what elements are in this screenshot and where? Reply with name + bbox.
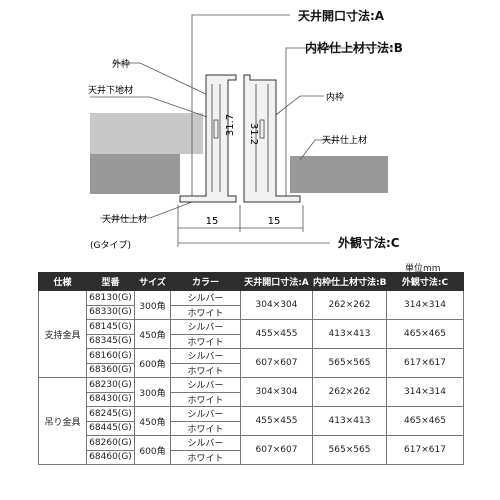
dim-c-cell: 617×617 (386, 348, 464, 378)
dim-a-cell: 455×455 (240, 406, 313, 436)
dim-c-cell: 465×465 (386, 319, 464, 349)
model-cell: 68230(G) (86, 377, 135, 393)
model-cell: 68330(G) (86, 304, 135, 320)
size-cell: 300角 (134, 377, 171, 407)
model-cell: 68145(G) (86, 319, 135, 335)
size-cell: 600角 (134, 435, 171, 465)
color-cell: シルバー (170, 406, 241, 422)
label-type: (Gタイプ) (90, 240, 131, 251)
color-cell: ホワイト (170, 449, 241, 465)
dim-a-cell: 304×304 (240, 290, 313, 320)
color-cell: シルバー (170, 290, 241, 306)
dim-b-cell: 262×262 (312, 377, 387, 407)
table-header-cell: 型番 (86, 272, 135, 291)
dim-b-line (285, 47, 393, 200)
dim-c-cell: 617×617 (386, 435, 464, 465)
label-ceiling-base: 天井下地材 (88, 84, 133, 96)
unit-label: 単位mm (405, 264, 441, 274)
model-cell: 68430(G) (86, 391, 135, 407)
table-header-cell: カラー (170, 272, 241, 291)
color-cell: ホワイト (170, 333, 241, 349)
dim-c-cell: 314×314 (386, 377, 464, 407)
dim-b-cell: 565×565 (312, 435, 387, 465)
label-outer-frame: 外枠 (112, 58, 130, 70)
height-left: 31.7 (225, 114, 236, 136)
width-right: 15 (268, 216, 281, 227)
table-header-cell: 天井開口寸法:A (240, 272, 313, 291)
outer-frame-profile (179, 74, 237, 203)
size-cell: 300角 (134, 290, 171, 320)
color-cell: シルバー (170, 377, 241, 393)
model-cell: 68130(G) (86, 290, 135, 306)
color-cell: シルバー (170, 348, 241, 364)
size-cell: 450角 (134, 319, 171, 349)
spec-cell: 吊り金具 (38, 377, 87, 465)
dim-c-cell: 465×465 (386, 406, 464, 436)
color-cell: ホワイト (170, 362, 241, 378)
color-cell: シルバー (170, 319, 241, 335)
dim-a-label: 天井開口寸法:A (298, 8, 385, 23)
dim-b-cell: 565×565 (312, 348, 387, 378)
cross-section-diagram: 天井開口寸法:A 内枠仕上材寸法:B 外観寸法:C 外枠 天井下地材 内枠 天井… (88, 8, 403, 251)
dim-a-cell: 455×455 (240, 319, 313, 349)
model-cell: 68245(G) (86, 406, 135, 422)
ceiling-finish-right (290, 156, 388, 193)
table-row: 68460(G) ホワイト (39, 449, 464, 465)
table-header-cell: 内枠仕上材寸法:B (312, 272, 387, 291)
dim-a-cell: 607×607 (240, 348, 313, 378)
dim-c-label: 外観寸法:C (338, 235, 400, 250)
model-cell: 68460(G) (86, 449, 135, 465)
model-cell: 68445(G) (86, 420, 135, 436)
color-cell: ホワイト (170, 420, 241, 436)
ceiling-finish-left (90, 154, 180, 194)
color-cell: ホワイト (170, 391, 241, 407)
size-cell: 600角 (134, 348, 171, 378)
dim-b-cell: 413×413 (312, 406, 387, 436)
table-row: 68360(G) ホワイト (39, 362, 464, 378)
height-right: 31.2 (248, 123, 259, 145)
inner-frame-profile (243, 74, 301, 203)
label-ceiling-finish-left: 天井仕上材 (102, 213, 147, 225)
size-cell: 450角 (134, 406, 171, 436)
ceiling-base-left (90, 113, 203, 154)
dim-b-cell: 413×413 (312, 319, 387, 349)
model-cell: 68160(G) (86, 348, 135, 364)
label-ceiling-finish-right: 天井仕上材 (322, 134, 367, 146)
dim-b-label: 内枠仕上材寸法:B (305, 40, 403, 55)
dim-a-cell: 304×304 (240, 377, 313, 407)
dim-b-cell: 262×262 (312, 290, 387, 320)
label-inner-frame: 内枠 (326, 91, 344, 103)
color-cell: シルバー (170, 435, 241, 451)
model-cell: 68360(G) (86, 362, 135, 378)
table-header-cell: 外観寸法:C (386, 272, 464, 291)
spec-cell: 支持金具 (38, 290, 87, 378)
model-cell: 68345(G) (86, 333, 135, 349)
color-cell: ホワイト (170, 304, 241, 320)
model-cell: 68260(G) (86, 435, 135, 451)
dim-a-cell: 607×607 (240, 435, 313, 465)
width-left: 15 (206, 216, 219, 227)
dim-c-cell: 314×314 (386, 290, 464, 320)
table-header-cell: 仕様 (38, 272, 87, 291)
table-row: 68330(G) ホワイト (39, 304, 464, 320)
table-row: 68445(G) ホワイト (39, 420, 464, 436)
table-header-cell: サイズ (134, 272, 171, 291)
dim-a-line (191, 14, 290, 200)
